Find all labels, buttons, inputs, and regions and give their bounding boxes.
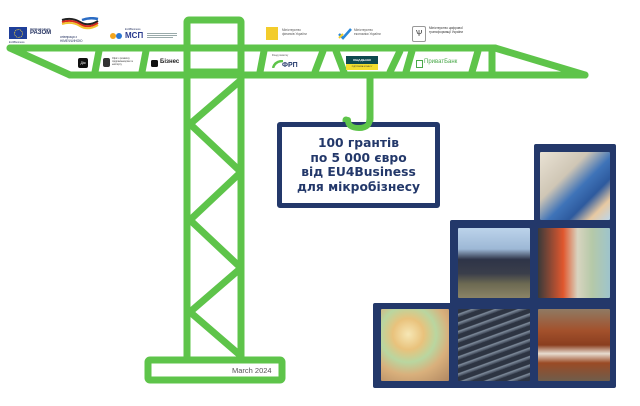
logo-ministry-digital: Ѱ Міністерство цифрової трансформації Ук… — [412, 26, 492, 42]
headline-line-1: 100 грантів — [317, 136, 400, 150]
privatbank-icon — [416, 60, 423, 68]
logo-german-cooperation: співпраця з НІМЕЧЧИНОЮ — [60, 16, 100, 45]
crane-hook-icon — [345, 112, 373, 132]
trident-icon: Ѱ — [412, 26, 426, 42]
logo-diia-business: Бізнес — [151, 59, 183, 69]
headline-line-4: для мікробізнесу — [296, 179, 421, 194]
economy-check-icon — [338, 28, 352, 40]
logo-ministry-finance: Міністерство фінансів України — [266, 27, 328, 41]
logo-eu4business-msp: EU4Business МСП — [110, 27, 185, 41]
frp-arc-icon — [272, 60, 284, 68]
flag-wave-icon — [61, 16, 99, 30]
dentist-photo — [540, 152, 610, 220]
finance-emblem-icon — [266, 27, 278, 40]
cattle-photo — [538, 309, 610, 381]
logo-privatbank: ПриватБанк — [416, 59, 464, 69]
tractor-photo — [458, 228, 530, 298]
eggs-photo — [381, 309, 449, 381]
headline-line-3: від EU4Business — [301, 165, 416, 179]
forklift-photo — [538, 228, 610, 298]
eu-flag-icon — [9, 27, 27, 39]
date-label: March 2024 — [232, 366, 272, 375]
logo-entrepreneurship-office: Офіс з розвитку підприємництва та експор… — [103, 57, 139, 69]
headline-box: 100 грантів по 5 000 євро від EU4Busines… — [277, 122, 440, 208]
office-emblem-icon — [103, 58, 110, 67]
logo-diia: Дія — [78, 58, 88, 68]
logo-frp: Фонд розвитку ФРП — [272, 54, 298, 69]
pipes-photo — [458, 309, 530, 381]
logo-eu-razom: ПОРЕНЕСЕНО РАЗОМ EU4Business — [9, 27, 52, 44]
logo-oschadbank: ОЩАДБАНК ПІДТРИМКА БІЗНЕСУ — [346, 56, 378, 72]
msp-dots-icon — [110, 33, 124, 39]
logo-ministry-economy: Міністерство економіки України — [338, 27, 400, 41]
diia-square-icon — [151, 60, 158, 67]
headline-line-2: по 5 000 євро — [310, 150, 407, 165]
